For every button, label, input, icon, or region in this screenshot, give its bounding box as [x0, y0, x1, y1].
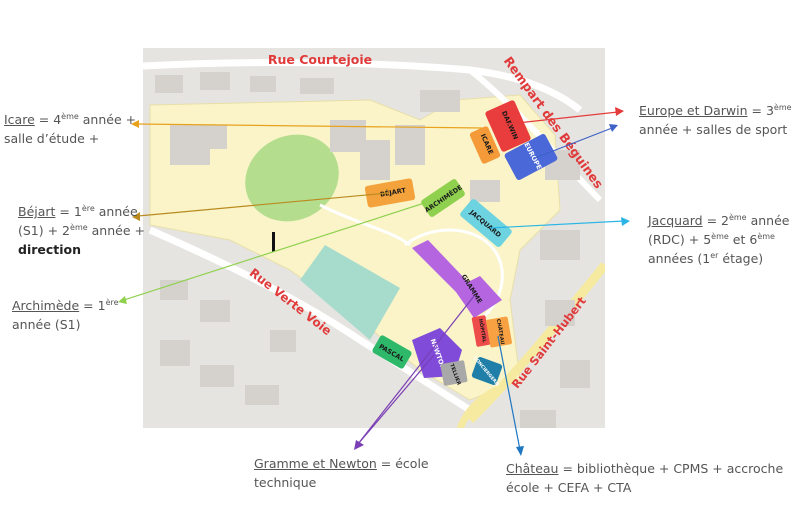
note-jacquard: Jacquard = 2ème année (RDC) + 5ème et 6è… — [648, 212, 790, 266]
bejart-building[interactable]: BÉJART — [364, 178, 416, 208]
leader-lines — [118, 107, 630, 456]
note-icare-name: Icare — [4, 112, 35, 127]
road-courtejoie — [143, 59, 583, 113]
note-archimede-name: Archimède — [12, 298, 80, 313]
note-chateau-name: Château — [506, 461, 559, 476]
leader-chateau — [497, 335, 521, 451]
hopital-label: HÔPITAL — [477, 318, 488, 344]
leader-jacquard — [489, 220, 625, 229]
road-label-courtejoie: Rue Courtejoie — [268, 52, 372, 67]
note-gramme-newton-name: Gramme et Newton — [254, 456, 377, 471]
icare-building[interactable]: ICARE — [469, 125, 501, 164]
hopital-building[interactable]: HÔPITAL — [471, 315, 491, 347]
note-europe-darwin: Europe et Darwin = 3ème année + salles d… — [639, 102, 792, 137]
note-chateau: Château = bibliothèque + CPMS + accroche… — [506, 461, 784, 495]
leader-europe — [534, 127, 613, 159]
note-bejart: Béjart = 1ère année (S1) + 2ème année + … — [18, 203, 145, 257]
note-jacquard-name: Jacquard — [648, 213, 703, 228]
pascal-building[interactable]: PASCAL — [371, 334, 412, 369]
map-base — [143, 48, 605, 428]
note-europe-darwin-name: Europe et Darwin — [639, 103, 748, 118]
note-icare: Icare = 4ème année + salle d’étude + — [4, 111, 137, 146]
chateau-building[interactable]: CHÂTEAU — [486, 316, 513, 348]
leader-newton — [357, 354, 435, 445]
leader-darwin — [507, 111, 619, 125]
road-saint-hubert — [466, 262, 605, 424]
scale-bar-icon — [272, 232, 275, 252]
road-beguines — [468, 67, 603, 203]
note-gramme-newton: Gramme et Newton = école technique — [254, 456, 429, 490]
tellier-building[interactable]: TELLIER — [440, 360, 468, 386]
darwin-building[interactable]: DARWIN — [484, 99, 531, 152]
sports-field — [300, 245, 400, 340]
leader-bejart — [137, 192, 389, 217]
europe-building[interactable]: EUROPE — [504, 133, 559, 181]
chateau-label: CHÂTEAU — [495, 318, 506, 345]
note-bejart-name: Béjart — [18, 204, 56, 219]
leader-gramme — [357, 295, 475, 445]
leader-archimede — [123, 197, 441, 301]
note-archimede: Archimède = 1ère année (S1) — [12, 297, 119, 332]
leader-icare — [136, 123, 483, 129]
surrounding-buildings — [155, 72, 590, 428]
road-verte-voie — [148, 226, 472, 413]
